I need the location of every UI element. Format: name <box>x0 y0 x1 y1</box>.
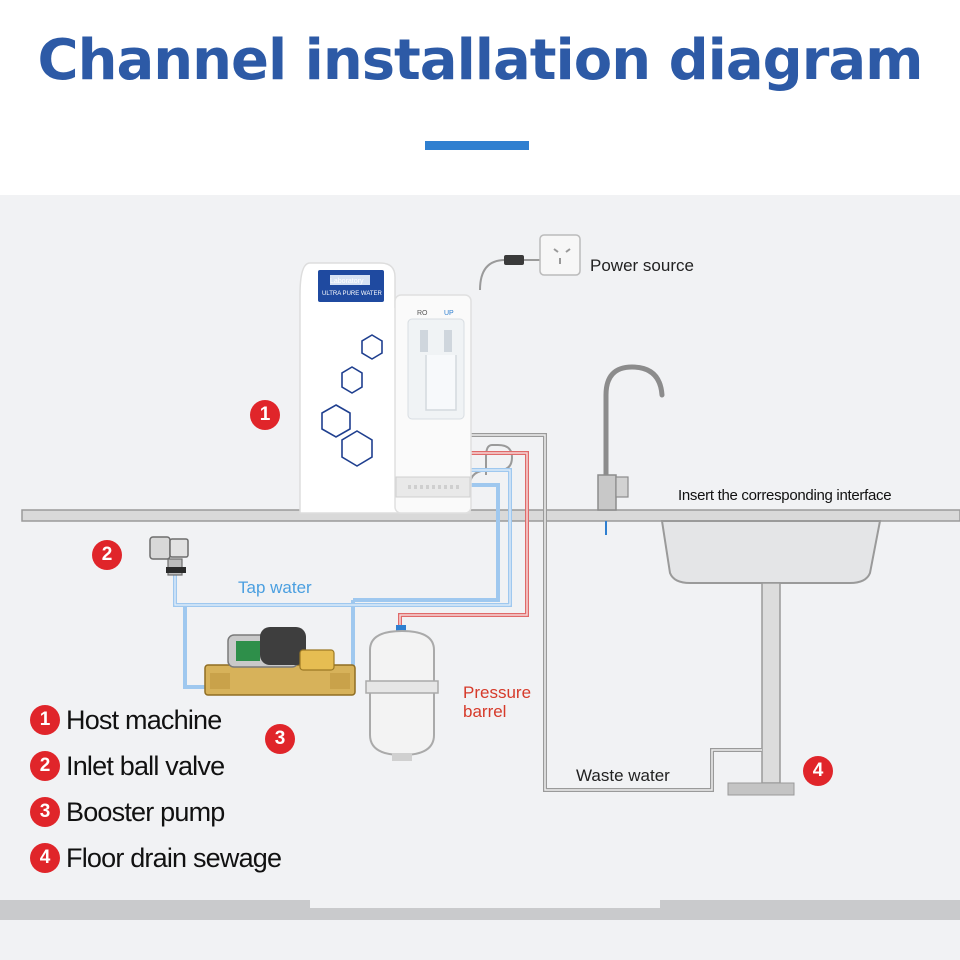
callout-badge-3: 3 <box>265 724 295 754</box>
legend: 1 Host machine 2 Inlet ball valve 3 Boos… <box>30 697 282 881</box>
legend-number: 3 <box>30 797 60 827</box>
inlet-ball-valve-icon <box>149 536 189 576</box>
legend-item: 4 Floor drain sewage <box>30 835 282 881</box>
title-underline <box>425 141 529 150</box>
legend-text: Booster pump <box>66 796 225 827</box>
outlet-right-label: UP <box>444 310 454 317</box>
faucet-icon <box>603 364 665 488</box>
power-socket-icon <box>539 234 581 276</box>
host-machine-icon <box>299 262 472 514</box>
callout-badge-1: 1 <box>250 400 280 430</box>
sink-basin <box>660 520 882 584</box>
legend-number: 4 <box>30 843 60 873</box>
booster-pump-icon <box>204 627 356 696</box>
insert-interface-label: Insert the corresponding interface <box>678 487 892 504</box>
installation-scene: Laboratory ULTRA PURE WATER RO UP Power … <box>0 195 960 960</box>
countertop <box>21 509 960 522</box>
legend-text: Host machine <box>66 704 222 735</box>
diagram-title: Channel installation diagram <box>37 28 923 93</box>
legend-item: 3 Booster pump <box>30 789 281 835</box>
outlet-left-label: RO <box>417 310 428 317</box>
legend-item: 1 Host machine <box>30 697 281 743</box>
installation-drawing <box>0 234 960 920</box>
legend-item: 2 Inlet ball valve <box>30 743 281 789</box>
pressure-barrel-label-line1: Pressure <box>463 683 532 702</box>
legend-text: Inlet ball valve <box>66 750 225 781</box>
machine-subtitle: ULTRA PURE WATER <box>322 291 382 297</box>
machine-brand: Laboratory <box>330 278 364 285</box>
callout-badge-4: 4 <box>803 756 833 786</box>
legend-number: 1 <box>30 705 60 735</box>
callout-badge-2: 2 <box>92 540 122 570</box>
waste-water-label: Waste water <box>576 766 670 785</box>
sink-drain-pipe <box>761 582 781 784</box>
floor-line <box>0 900 960 920</box>
pressure-barrel-icon <box>365 625 439 761</box>
floor-drain <box>727 782 795 796</box>
power-source-label: Power source <box>590 256 694 275</box>
legend-text: Floor drain sewage <box>66 842 282 873</box>
tap-water-label: Tap water <box>238 578 312 597</box>
legend-number: 2 <box>30 751 60 781</box>
pressure-barrel-label-line2: barrel <box>463 702 507 721</box>
